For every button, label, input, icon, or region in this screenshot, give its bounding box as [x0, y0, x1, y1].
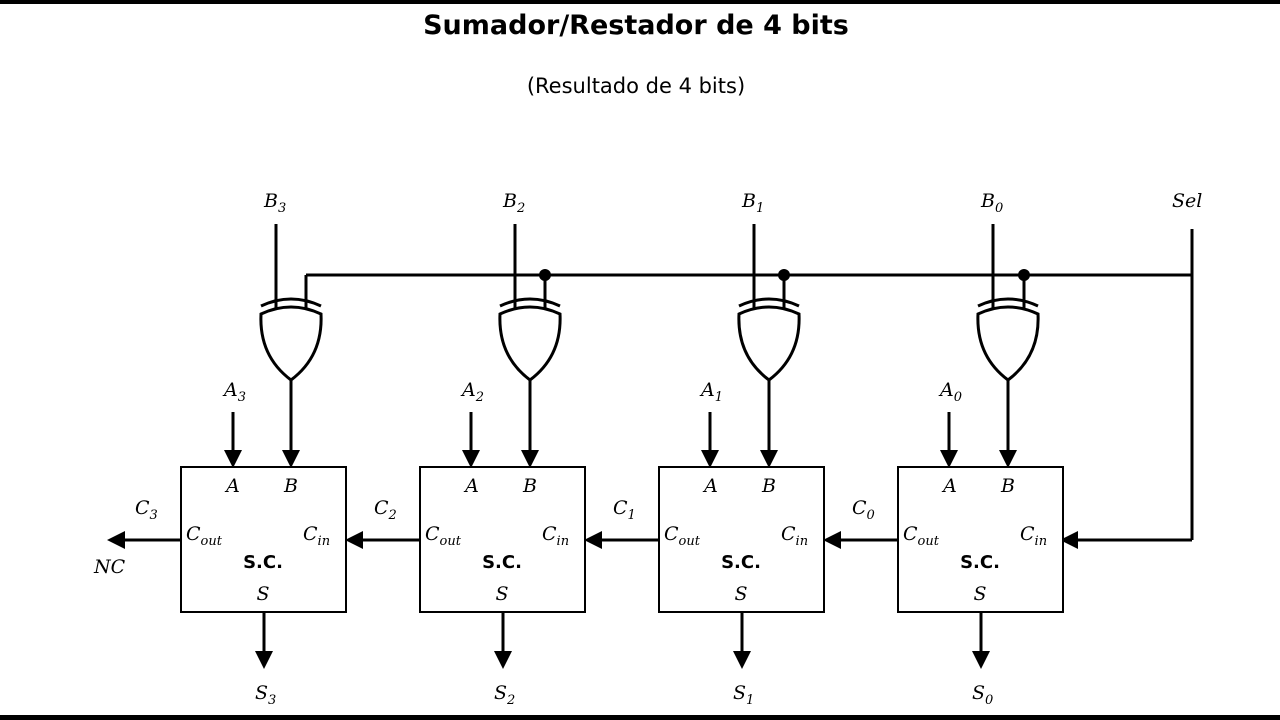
bottom-border	[0, 715, 1280, 720]
xor-gates-layer	[259, 297, 1040, 382]
port-cin-label: Cin	[781, 523, 808, 549]
port-s-label: S	[973, 583, 986, 605]
xor-gate-body	[498, 305, 562, 382]
block-name-label: S.C.	[243, 552, 283, 573]
port-cout-label: Cout	[664, 523, 701, 549]
block-name-label: S.C.	[721, 552, 761, 573]
port-cin-label: Cin	[303, 523, 330, 549]
port-a-label: A	[941, 475, 957, 497]
xor-gate	[737, 297, 801, 382]
port-b-label: B	[283, 475, 298, 497]
xor-gate-back-arc	[260, 297, 322, 308]
port-s-label: S	[256, 583, 269, 605]
xor-gate	[976, 297, 1040, 382]
carry-label: C2	[374, 497, 397, 523]
junction-dot	[778, 269, 790, 281]
port-a-label: A	[463, 475, 479, 497]
port-a-label: A	[702, 475, 718, 497]
s-output-label: S1	[733, 682, 754, 708]
full-adder-box	[658, 466, 825, 613]
a-input-label: A2	[460, 379, 484, 405]
carry-label: C3	[135, 497, 158, 523]
b-input-label: B3	[263, 190, 286, 216]
port-cin-label: Cin	[1020, 523, 1047, 549]
port-cout-label: Cout	[425, 523, 462, 549]
diagram-title: Sumador/Restador de 4 bits	[423, 10, 849, 41]
port-cout-label: Cout	[186, 523, 223, 549]
port-cout-label: Cout	[903, 523, 940, 549]
full-adder-box	[897, 466, 1064, 613]
sel-label: Sel	[1172, 190, 1202, 212]
s-output-label: S2	[494, 682, 515, 708]
full-adder-box	[419, 466, 586, 613]
xor-gate	[259, 297, 323, 382]
port-s-label: S	[495, 583, 508, 605]
wires-layer	[107, 224, 1194, 669]
xor-gate-back-arc	[738, 297, 800, 308]
xor-gate-body	[976, 305, 1040, 382]
full-adder-box	[180, 466, 347, 613]
port-cin-label: Cin	[542, 523, 569, 549]
xor-gate-back-arc	[977, 297, 1039, 308]
xor-gate	[498, 297, 562, 382]
block-name-label: S.C.	[482, 552, 522, 573]
nc-label: NC	[93, 556, 126, 578]
junction-dot	[539, 269, 551, 281]
diagram-subtitle: (Resultado de 4 bits)	[526, 74, 746, 98]
junction-dot	[1018, 269, 1030, 281]
s-output-label: S0	[972, 682, 993, 708]
b-input-label: B1	[741, 190, 764, 216]
a-input-label: A0	[938, 379, 962, 405]
top-border	[0, 0, 1280, 4]
xor-gate-back-arc	[499, 297, 561, 308]
port-a-label: A	[224, 475, 240, 497]
port-b-label: B	[522, 475, 537, 497]
b-input-label: B2	[502, 190, 525, 216]
carry-label: C1	[613, 497, 636, 523]
carry-label: C0	[852, 497, 875, 523]
xor-gate-body	[259, 305, 323, 382]
port-b-label: B	[1000, 475, 1015, 497]
port-s-label: S	[734, 583, 747, 605]
s-output-label: S3	[255, 682, 276, 708]
block-name-label: S.C.	[960, 552, 1000, 573]
xor-gate-body	[737, 305, 801, 382]
a-input-label: A3	[222, 379, 246, 405]
a-input-label: A1	[699, 379, 723, 405]
b-input-label: B0	[980, 190, 1003, 216]
port-b-label: B	[761, 475, 776, 497]
